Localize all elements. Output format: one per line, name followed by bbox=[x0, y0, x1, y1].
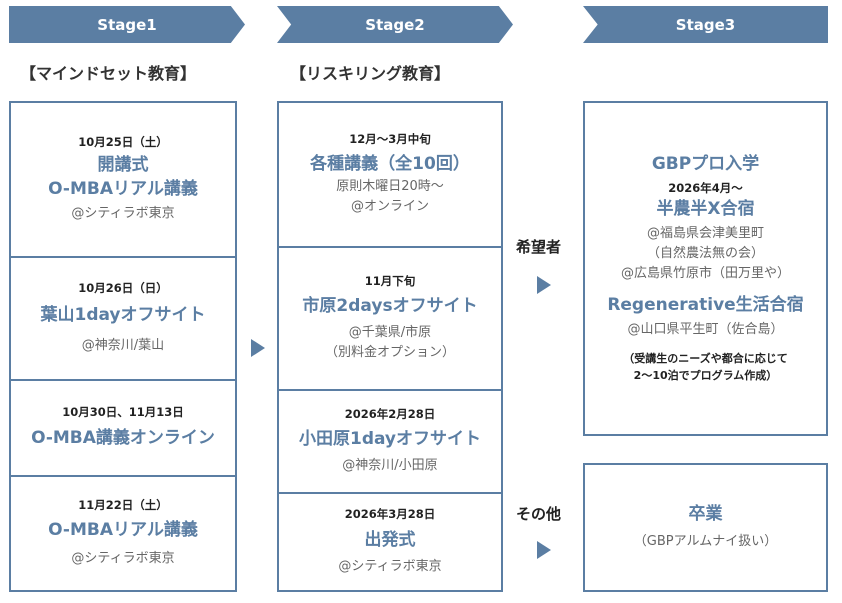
item-location: @シティラボ東京 bbox=[338, 558, 442, 574]
stage2-item-ichihara: 11月下旬 市原2daysオフサイト @千葉県/市原 （別料金オプション） bbox=[279, 246, 501, 389]
stage2-label: Stage2 bbox=[365, 15, 425, 34]
stage3-gbp-content: GBPプロ入学 2026年4月～ 半農半X合宿 @福島県会津美里町 （自然農法無… bbox=[585, 103, 826, 434]
item-title: GBPプロ入学 bbox=[651, 153, 760, 174]
stage2-banner: Stage2 bbox=[277, 6, 513, 43]
item-date: 2026年2月28日 bbox=[344, 406, 436, 421]
branch-label-other: その他 bbox=[516, 505, 562, 523]
item-title: 葉山1dayオフサイト bbox=[40, 305, 206, 326]
item-title: O-MBAリアル講義 bbox=[48, 520, 198, 541]
item-date: 10月25日（土） bbox=[78, 134, 168, 149]
stage3-graduation-box: 卒業 （GBPアルムナイ扱い） bbox=[583, 463, 828, 592]
stage1-banner: Stage1 bbox=[9, 6, 245, 43]
arrow-right-icon bbox=[251, 339, 265, 357]
item-location: @広島県竹原市（田万里や） bbox=[620, 266, 790, 282]
item-location: @オンライン bbox=[350, 199, 429, 215]
stage2-item-lectures: 12月～3月中旬 各種講義（全10回） 原則木曜日20時～ @オンライン bbox=[279, 103, 501, 246]
stage3-graduation-content: 卒業 （GBPアルムナイ扱い） bbox=[585, 465, 826, 590]
item-title: 出発式 bbox=[364, 529, 416, 550]
item-schedule: 原則木曜日20時～ bbox=[336, 179, 444, 195]
item-note: （受講生のニーズや都合に応じて bbox=[623, 352, 788, 366]
item-note: 2～10泊でプログラム作成） bbox=[633, 369, 778, 383]
stage1-item-hayama: 10月26日（日） 葉山1dayオフサイト @神奈川/葉山 bbox=[11, 256, 235, 379]
item-date: 10月30日、11月13日 bbox=[62, 405, 184, 420]
arrow-right-icon bbox=[537, 541, 551, 559]
stage1-item-online: 10月30日、11月13日 O-MBA講義オンライン bbox=[11, 379, 235, 475]
item-title: O-MBA講義オンライン bbox=[31, 427, 215, 448]
item-date: 11月下旬 bbox=[364, 273, 416, 288]
item-title: Regenerative生活合宿 bbox=[607, 295, 804, 316]
item-date: 2026年3月28日 bbox=[344, 507, 436, 522]
stage1-item-opening: 10月25日（土） 開講式 O-MBAリアル講義 @シティラボ東京 bbox=[11, 103, 235, 256]
item-location: @山口県平生町（佐合島） bbox=[627, 322, 784, 338]
item-title: 各種講義（全10回） bbox=[310, 154, 470, 175]
item-option: （別料金オプション） bbox=[324, 345, 455, 361]
stage1-column: 10月25日（土） 開講式 O-MBAリアル講義 @シティラボ東京 10月26日… bbox=[9, 101, 237, 592]
item-title: 開講式 bbox=[97, 155, 149, 176]
item-date: 11月22日（土） bbox=[78, 497, 168, 512]
stage2-heading: 【リスキリング教育】 bbox=[290, 64, 451, 83]
item-title: 半農半X合宿 bbox=[656, 199, 755, 220]
arrow-right-icon bbox=[537, 276, 551, 294]
stage3-label: Stage3 bbox=[675, 15, 736, 34]
item-date: 10月26日（日） bbox=[78, 280, 168, 295]
item-location: @神奈川/葉山 bbox=[81, 338, 165, 354]
stage2-item-departure: 2026年3月28日 出発式 @シティラボ東京 bbox=[279, 492, 501, 590]
item-location: @神奈川/小田原 bbox=[342, 458, 438, 474]
item-location: @千葉県/市原 bbox=[348, 325, 432, 341]
stage1-heading: 【マインドセット教育】 bbox=[20, 64, 197, 83]
stage3-banner: Stage3 bbox=[583, 6, 828, 43]
stage1-item-real-lecture: 11月22日（土） O-MBAリアル講義 @シティラボ東京 bbox=[11, 475, 235, 590]
stage1-label: Stage1 bbox=[97, 15, 157, 34]
item-organization: （自然農法無の会） bbox=[646, 245, 764, 261]
item-date: 12月～3月中旬 bbox=[349, 131, 431, 146]
item-title: 市原2daysオフサイト bbox=[302, 296, 478, 317]
item-title: O-MBAリアル講義 bbox=[48, 179, 198, 200]
item-date: 2026年4月～ bbox=[668, 180, 743, 195]
item-title: 小田原1dayオフサイト bbox=[298, 429, 482, 450]
item-note: （GBPアルムナイ扱い） bbox=[633, 534, 778, 550]
item-location: @シティラボ東京 bbox=[71, 205, 175, 221]
stage2-column: 12月～3月中旬 各種講義（全10回） 原則木曜日20時～ @オンライン 11月… bbox=[277, 101, 503, 592]
item-location: @福島県会津美里町 bbox=[646, 225, 764, 241]
stage2-item-odawara: 2026年2月28日 小田原1dayオフサイト @神奈川/小田原 bbox=[279, 389, 501, 492]
stage3-gbp-box: GBPプロ入学 2026年4月～ 半農半X合宿 @福島県会津美里町 （自然農法無… bbox=[583, 101, 828, 436]
item-location: @シティラボ東京 bbox=[71, 551, 175, 567]
branch-label-hope: 希望者 bbox=[516, 238, 562, 256]
item-title: 卒業 bbox=[688, 503, 723, 524]
